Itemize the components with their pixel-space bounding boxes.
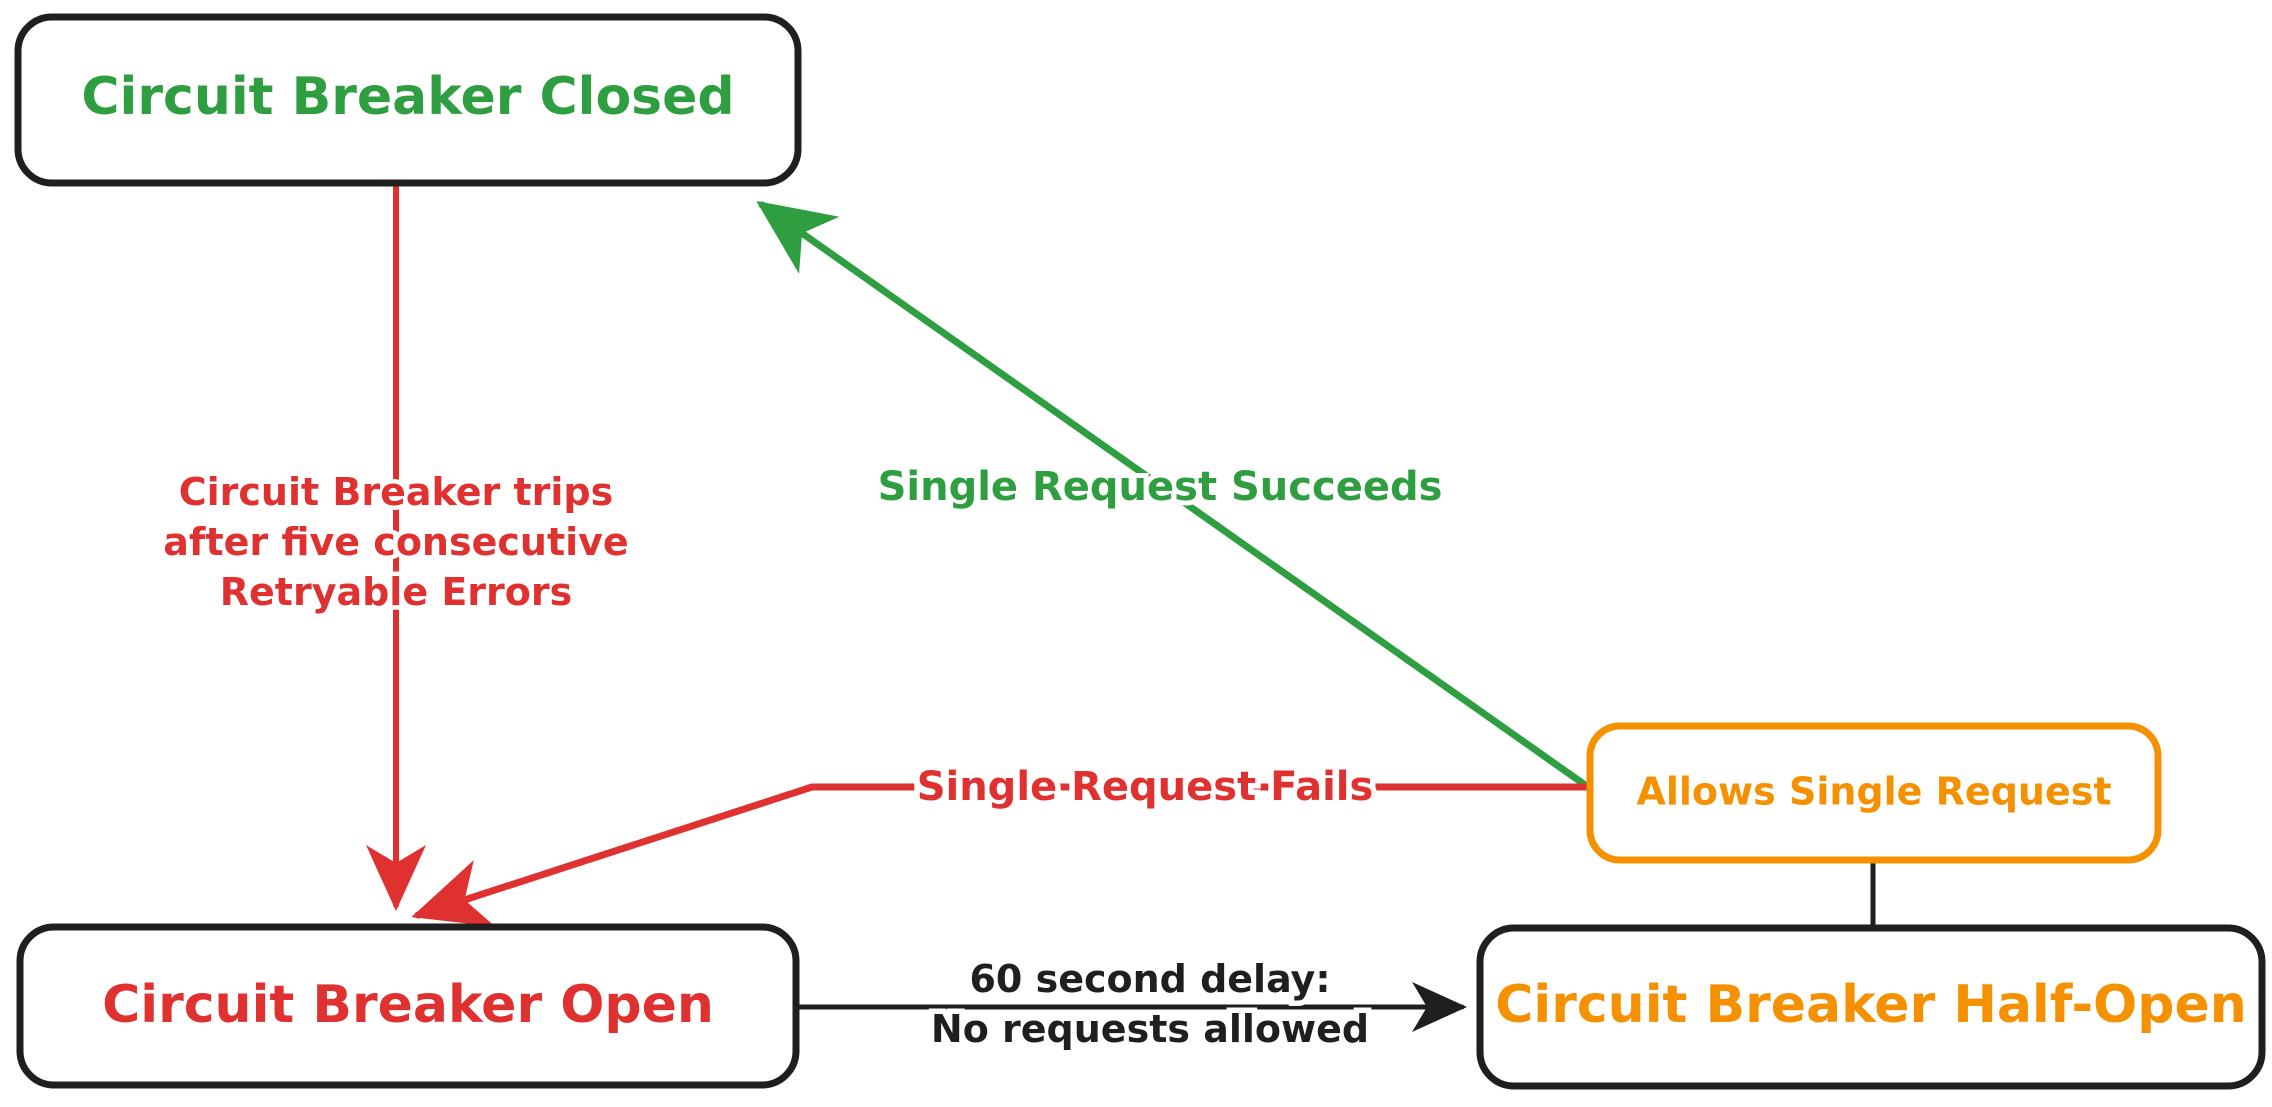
node-allows-box[interactable]	[1586, 722, 2162, 864]
edge-label-delay-line2: No requests allowed	[931, 1007, 1369, 1051]
node-halfopen-box[interactable]	[1476, 924, 2266, 1090]
node-circuit-breaker-open[interactable]: Circuit Breaker Open	[16, 923, 800, 1089]
edge-label-delay: 60 second delay: No requests allowed	[925, 952, 1374, 1057]
node-circuit-breaker-closed[interactable]: Circuit Breaker Closed	[14, 13, 802, 187]
node-circuit-breaker-half-open[interactable]: Circuit Breaker Half-Open	[1476, 924, 2266, 1090]
node-allows-single-request[interactable]: Allows Single Request	[1586, 722, 2162, 864]
edge-fails	[411, 783, 1592, 927]
edge-fails-line	[411, 783, 1592, 927]
node-closed-box[interactable]	[14, 13, 802, 187]
edge-succeeds	[756, 200, 1592, 791]
edge-succeeds-line	[756, 200, 1592, 791]
edge-label-delay-line1: 60 second delay:	[969, 957, 1330, 1001]
node-open-box[interactable]	[16, 923, 800, 1089]
